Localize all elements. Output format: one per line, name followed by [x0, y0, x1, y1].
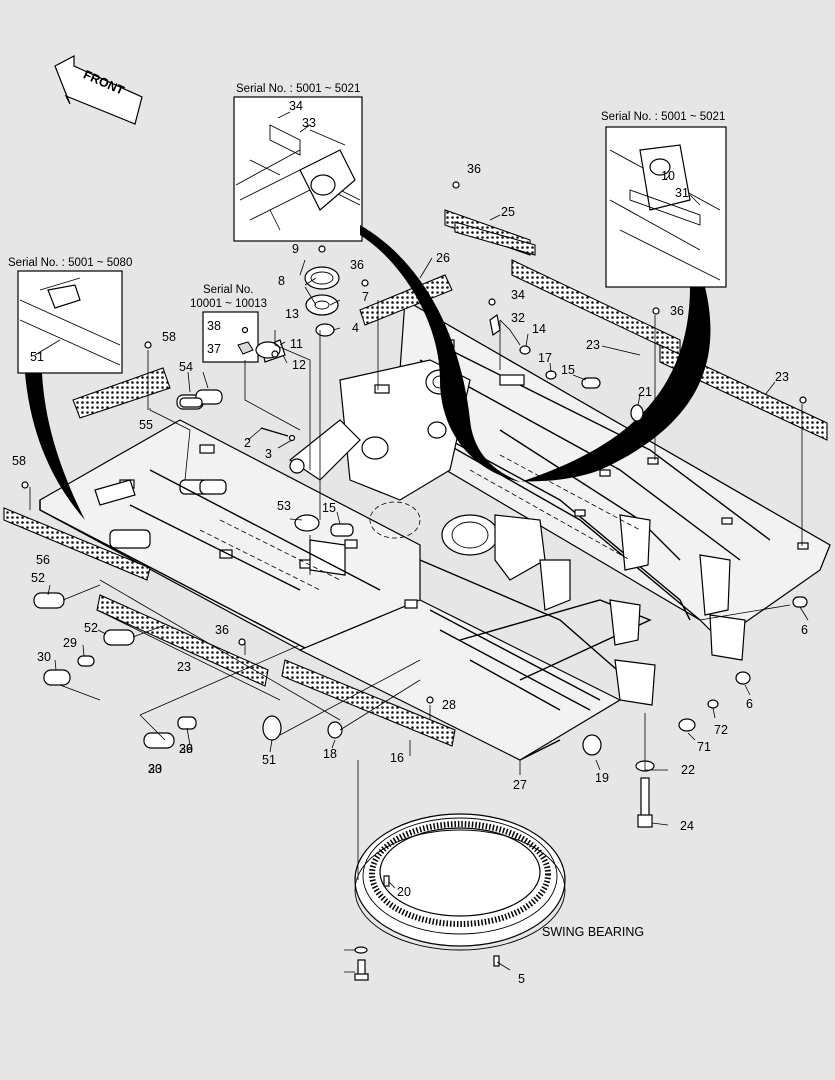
- callout: 12: [292, 358, 306, 372]
- callout: 72: [714, 723, 728, 737]
- small-serial-line1: Serial No.: [203, 284, 254, 296]
- callout: 10: [661, 169, 675, 183]
- callout: 22: [681, 763, 695, 777]
- callout: 55: [139, 418, 153, 432]
- callout: 18: [323, 747, 337, 761]
- inset-box-top: Serial No. : 5001 ~ 5021: [233, 83, 363, 242]
- callout: 6: [801, 623, 808, 637]
- callout: 9: [292, 242, 299, 256]
- callout: 37: [207, 342, 221, 356]
- callout: 8: [278, 274, 285, 288]
- callout: 23: [148, 762, 162, 776]
- inset-box-right: Serial No. : 5001 ~ 5021: [601, 111, 727, 288]
- callout: 36: [670, 304, 684, 318]
- callout: 14: [532, 322, 546, 336]
- small-serial-box: Serial No. 10001 ~ 10013: [190, 284, 267, 363]
- callout: 20: [397, 885, 411, 899]
- inset-serial-right: Serial No. : 5001 ~ 5021: [601, 111, 725, 123]
- callout: 13: [285, 307, 299, 321]
- swing-bearing: SWING BEARING: [354, 813, 644, 967]
- loose-parts: [21, 181, 808, 981]
- inset-serial-top: Serial No. : 5001 ~ 5021: [236, 83, 360, 95]
- callout: 15: [322, 501, 336, 515]
- callout: 34: [289, 99, 303, 113]
- swing-bearing-label: SWING BEARING: [542, 925, 644, 939]
- callout: 51: [30, 350, 44, 364]
- callout: 4: [352, 321, 359, 335]
- callout: 71: [697, 740, 711, 754]
- callout: 34: [511, 288, 525, 302]
- callout: 29: [63, 636, 77, 650]
- callout: 30: [37, 650, 51, 664]
- callout: 15: [561, 363, 575, 377]
- upper-frame: [39, 299, 831, 761]
- callout: 33: [302, 116, 316, 130]
- callout: 54: [179, 360, 193, 374]
- callout: 11: [290, 337, 303, 351]
- callout: 23: [586, 338, 600, 352]
- callout: 58: [12, 454, 26, 468]
- callout: 31: [675, 186, 689, 200]
- callout: 23: [775, 370, 789, 384]
- part-callouts: 34 33 10 31 51 38 37 9 8 7 4 13 11 12 36…: [12, 99, 808, 986]
- callout: 36: [350, 258, 364, 272]
- callout: 24: [680, 819, 694, 833]
- callout: 16: [390, 751, 404, 765]
- callout: 26: [436, 251, 450, 265]
- callout: 2: [244, 436, 251, 450]
- callout: 7: [362, 290, 369, 304]
- callout: 25: [501, 205, 515, 219]
- callout: 3: [265, 447, 272, 461]
- connector-bands: [25, 225, 711, 520]
- callout: 5: [518, 972, 525, 986]
- callout: 36: [215, 623, 229, 637]
- callout: 29: [179, 742, 193, 756]
- callout: 27: [513, 778, 527, 792]
- callout: 36: [179, 742, 193, 756]
- callout: 52: [84, 621, 98, 635]
- callout: 56: [36, 553, 50, 567]
- callout: 19: [595, 771, 609, 785]
- callout: 17: [538, 351, 552, 365]
- callout: 53: [277, 499, 291, 513]
- callout: 23: [177, 660, 191, 674]
- callout: 58: [162, 330, 176, 344]
- callout: 21: [638, 385, 652, 399]
- callout: 36: [467, 162, 481, 176]
- callout: 6: [746, 697, 753, 711]
- small-serial-line2: 10001 ~ 10013: [190, 298, 267, 310]
- inset-box-left: Serial No. : 5001 ~ 5080: [8, 257, 132, 374]
- callout: 30: [148, 762, 162, 776]
- callout: 38: [207, 319, 221, 333]
- callout: 52: [31, 571, 45, 585]
- callout: 51: [262, 753, 276, 767]
- callout: 28: [442, 698, 456, 712]
- leader-lines: [29, 111, 809, 973]
- callout: 32: [511, 311, 525, 325]
- inset-serial-left: Serial No. : 5001 ~ 5080: [8, 257, 132, 269]
- front-arrow: FRONT: [54, 55, 143, 125]
